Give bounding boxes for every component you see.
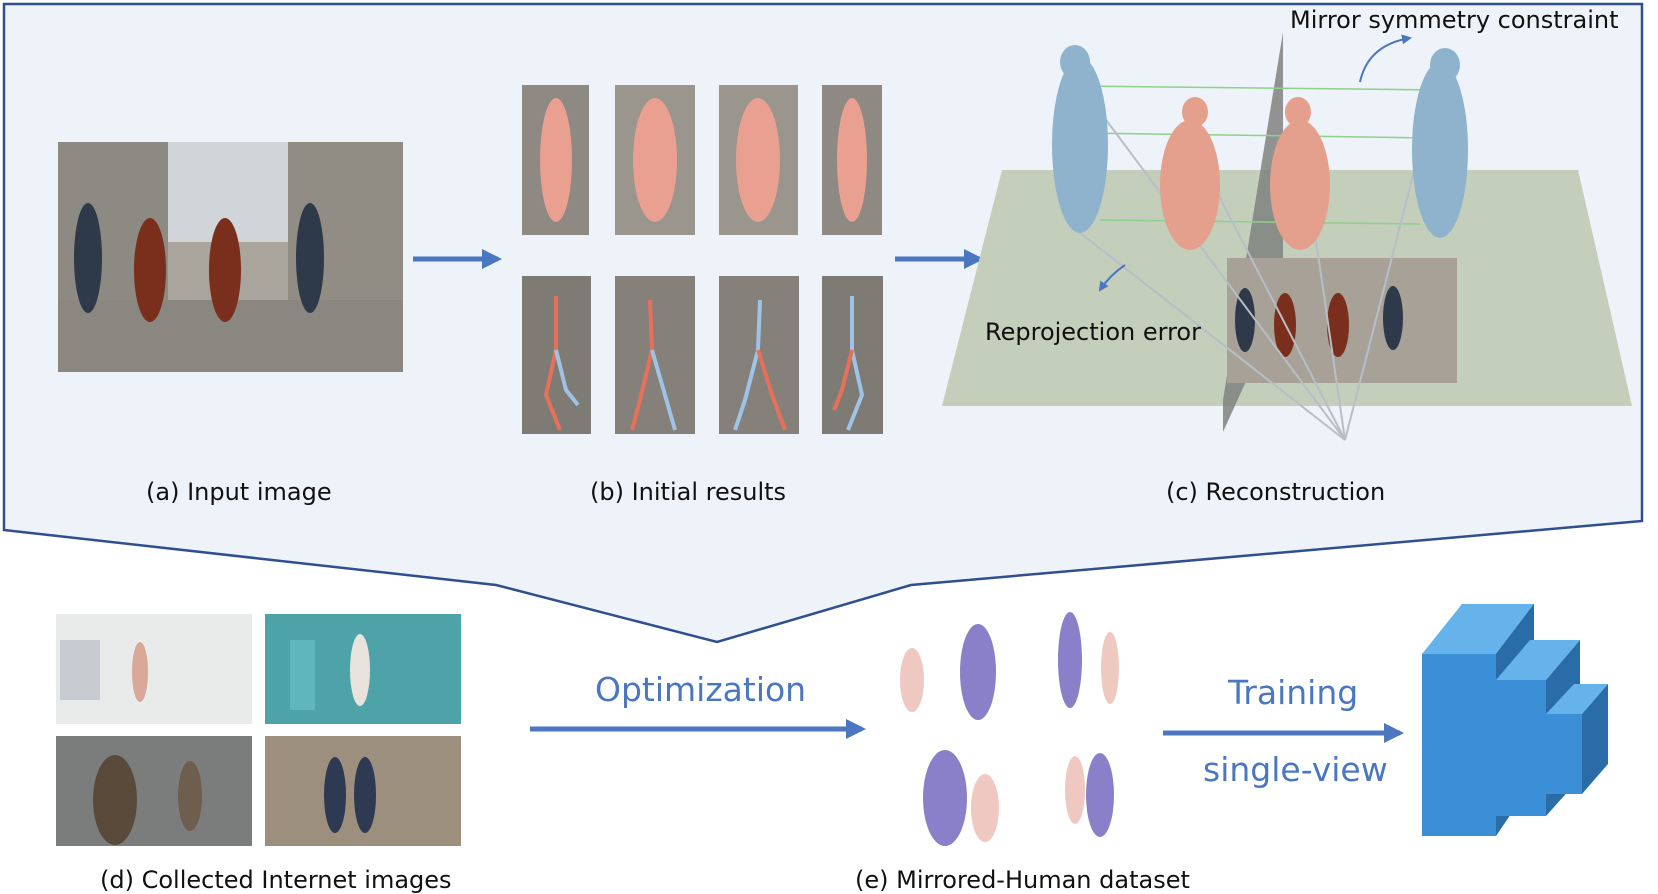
internet-images [56,614,461,846]
label-collected-images: (d) Collected Internet images [100,866,452,894]
training-label: Training [1228,673,1359,712]
reconstruction-scene [942,32,1632,441]
mirror-constraint-note: Mirror symmetry constraint [1290,6,1619,34]
mesh-pink-right [1270,120,1330,250]
optimization-label: Optimization [595,670,807,709]
label-input-image: (a) Input image [146,478,332,506]
reprojection-error-note: Reprojection error [985,318,1201,346]
label-dataset: (e) Mirrored-Human dataset [855,866,1190,894]
mesh-thumbnails [522,85,882,235]
mesh-blue-left [1052,57,1108,233]
mesh-blue-right [1412,62,1468,238]
dataset-meshes [900,612,1119,846]
keypoint-thumbnails [522,276,883,434]
network-icon [1422,604,1608,836]
label-initial-results: (b) Initial results [590,478,787,506]
label-reconstruction: (c) Reconstruction [1166,478,1386,506]
mesh-pink-left [1160,120,1220,250]
single-view-label: single-view [1203,750,1388,789]
input-image [58,142,403,372]
